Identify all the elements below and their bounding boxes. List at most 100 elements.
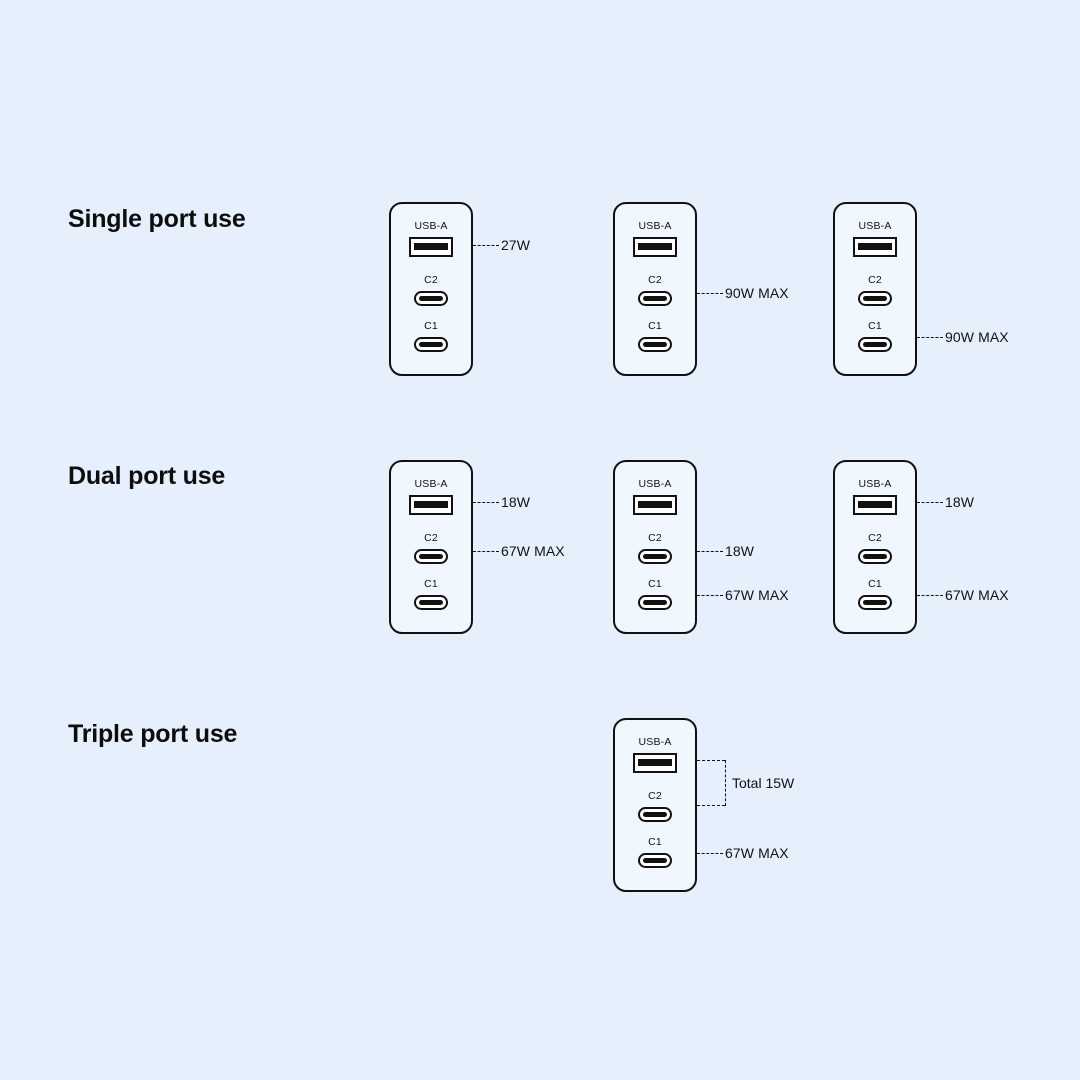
callout-label: 18W — [725, 543, 755, 559]
port-label-usba: USB-A — [638, 220, 672, 232]
port-label-c1: C1 — [868, 578, 882, 590]
bracket-arm-bottom-icon — [697, 805, 725, 806]
usb-c-slot — [419, 295, 443, 301]
usb-c-port-icon-c2 — [638, 290, 672, 306]
port-group-c1: C1 — [615, 837, 695, 868]
usb-a-port-icon — [409, 236, 453, 257]
port-group-c2: C2 — [615, 533, 695, 564]
port-label-c1: C1 — [424, 320, 438, 332]
port-group-usba: USB-A — [835, 479, 915, 515]
usb-c-slot — [643, 599, 667, 605]
port-label-usba: USB-A — [858, 478, 892, 490]
usb-c-port-icon-c2 — [858, 548, 892, 564]
callout-triple-1-c1: 67W MAX — [697, 845, 789, 861]
usb-c-slot — [419, 599, 443, 605]
callout-single-1-usba: 27W — [473, 237, 530, 253]
leader-dash-icon — [697, 292, 723, 294]
callout-label: 67W MAX — [725, 845, 789, 861]
usb-c-port-icon-c1 — [638, 336, 672, 352]
usb-c-slot — [863, 599, 887, 605]
usb-c-slot — [643, 295, 667, 301]
callout-label: 67W MAX — [501, 543, 565, 559]
charger-device-triple-1: USB-A C2 C1 — [613, 718, 697, 892]
callout-dual-2-c2: 18W — [697, 543, 754, 559]
usb-c-slot — [863, 295, 887, 301]
usb-c-port-icon-c1 — [414, 594, 448, 610]
port-group-c2: C2 — [615, 275, 695, 306]
port-group-usba: USB-A — [835, 221, 915, 257]
port-label-usba: USB-A — [414, 220, 448, 232]
bracket-spine-icon — [725, 760, 726, 806]
port-group-c2: C2 — [391, 275, 471, 306]
usb-c-slot — [643, 811, 667, 817]
port-label-c1: C1 — [648, 320, 662, 332]
leader-dash-icon — [473, 550, 499, 552]
port-label-c2: C2 — [868, 532, 882, 544]
port-label-c2: C2 — [424, 532, 438, 544]
port-group-c2: C2 — [391, 533, 471, 564]
usb-a-port-icon — [633, 494, 677, 515]
usb-c-port-icon-c1 — [858, 594, 892, 610]
section-title-dual: Dual port use — [68, 462, 226, 490]
usb-a-blade — [414, 243, 448, 250]
callout-label: 67W MAX — [945, 587, 1009, 603]
callout-dual-3-c1: 67W MAX — [917, 587, 1009, 603]
usb-c-port-icon-c1 — [638, 594, 672, 610]
leader-dash-icon — [917, 336, 943, 338]
port-label-c2: C2 — [648, 790, 662, 802]
usb-c-port-icon-c2 — [858, 290, 892, 306]
port-label-c1: C1 — [648, 836, 662, 848]
callout-label: 67W MAX — [725, 587, 789, 603]
charger-device-single-2: USB-A C2 C1 — [613, 202, 697, 376]
usb-c-port-icon-c1 — [858, 336, 892, 352]
port-group-c1: C1 — [835, 321, 915, 352]
callout-label: 18W — [945, 494, 975, 510]
port-group-usba: USB-A — [391, 221, 471, 257]
port-group-usba: USB-A — [615, 479, 695, 515]
callout-dual-1-c2: 67W MAX — [473, 543, 565, 559]
port-label-c2: C2 — [868, 274, 882, 286]
bracket-callout-total: Total 15W — [697, 760, 794, 806]
charger-device-dual-1: USB-A C2 C1 — [389, 460, 473, 634]
usb-c-slot — [863, 341, 887, 347]
section-title-triple: Triple port use — [68, 720, 238, 748]
port-group-usba: USB-A — [391, 479, 471, 515]
usb-c-slot — [643, 553, 667, 559]
port-label-usba: USB-A — [638, 478, 672, 490]
leader-dash-icon — [917, 594, 943, 596]
usb-c-port-icon-c1 — [638, 852, 672, 868]
callout-dual-3-usba: 18W — [917, 494, 974, 510]
usb-c-slot — [419, 341, 443, 347]
callout-single-2-c2: 90W MAX — [697, 285, 789, 301]
usb-c-port-icon-c2 — [638, 548, 672, 564]
usb-a-port-icon — [633, 752, 677, 773]
usb-c-slot — [643, 857, 667, 863]
usb-c-slot — [863, 553, 887, 559]
port-group-c1: C1 — [835, 579, 915, 610]
charger-device-dual-3: USB-A C2 C1 — [833, 460, 917, 634]
charger-device-single-1: USB-A C2 C1 — [389, 202, 473, 376]
port-group-usba: USB-A — [615, 221, 695, 257]
port-group-c2: C2 — [835, 275, 915, 306]
bracket-label: Total 15W — [732, 775, 795, 791]
callout-dual-1-usba: 18W — [473, 494, 530, 510]
usb-c-slot — [643, 341, 667, 347]
leader-dash-icon — [697, 594, 723, 596]
charger-device-dual-2: USB-A C2 C1 — [613, 460, 697, 634]
callout-label: 27W — [501, 237, 531, 253]
port-group-c2: C2 — [615, 791, 695, 822]
usb-a-blade — [638, 501, 672, 508]
usb-a-port-icon — [409, 494, 453, 515]
callout-dual-2-c1: 67W MAX — [697, 587, 789, 603]
bracket-arm-top-icon — [697, 760, 725, 761]
port-group-c2: C2 — [835, 533, 915, 564]
usb-a-port-icon — [633, 236, 677, 257]
bracket-arms — [697, 760, 725, 806]
leader-dash-icon — [473, 244, 499, 246]
port-label-c1: C1 — [424, 578, 438, 590]
port-group-c1: C1 — [391, 579, 471, 610]
usb-c-port-icon-c2 — [414, 290, 448, 306]
usb-a-blade — [638, 243, 672, 250]
port-group-c1: C1 — [615, 579, 695, 610]
port-label-c2: C2 — [424, 274, 438, 286]
